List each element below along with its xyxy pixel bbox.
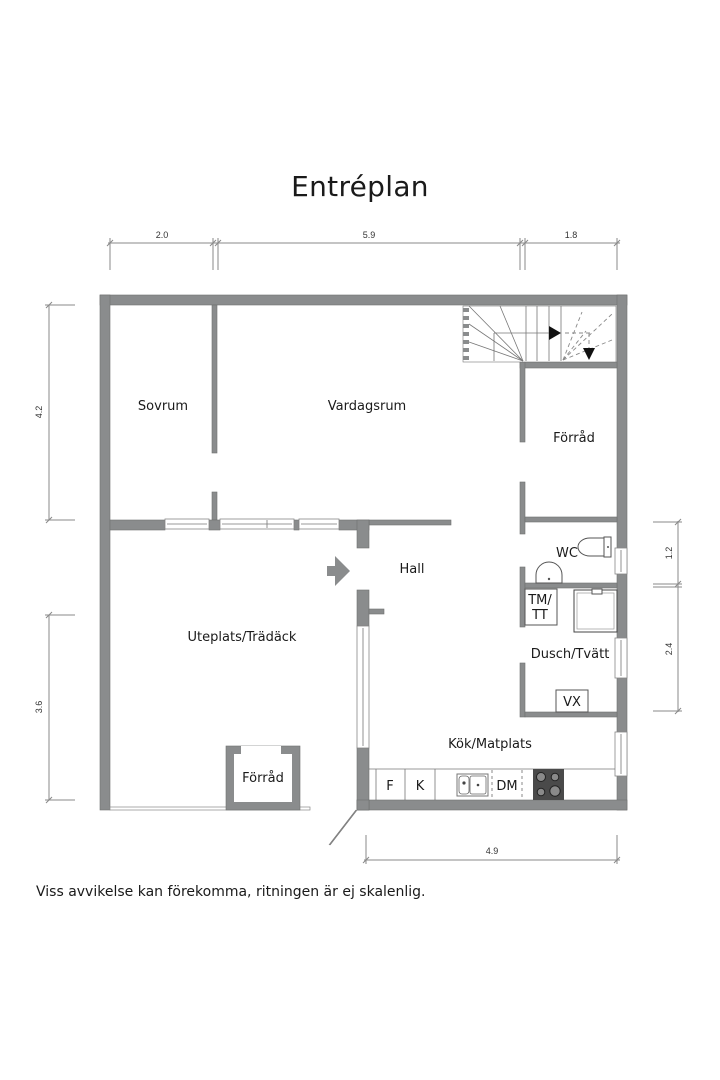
walls — [99, 294, 628, 811]
vx-box — [555, 689, 589, 713]
room-label-hall: Hall — [400, 562, 425, 577]
dim-label: 2.0 — [156, 230, 169, 240]
dimension-left: 4.2 3.6 — [34, 301, 75, 804]
shower-icon — [573, 588, 618, 633]
dim-label: 1.2 — [664, 547, 674, 560]
room-label-tm: TM/ — [527, 593, 552, 608]
room-label-wc: WC — [556, 546, 578, 561]
windows — [164, 518, 628, 846]
dim-label: 4.2 — [34, 406, 44, 419]
room-label-vx: VX — [563, 695, 581, 710]
room-label-sovrum: Sovrum — [138, 399, 188, 414]
dim-label: 4.9 — [486, 846, 499, 856]
dim-label: 3.6 — [34, 701, 44, 714]
freezer-label: K — [416, 779, 425, 794]
dishwasher-label: DM — [496, 779, 517, 794]
dimension-top: 2.0 5.9 1.8 — [106, 230, 621, 270]
room-label-tt: TT — [531, 608, 548, 623]
room-label-dusch-tvatt: Dusch/Tvätt — [531, 647, 610, 662]
washbasin-icon — [535, 561, 563, 584]
washer-dryer-box — [524, 588, 558, 626]
room-label-forrad-lower: Förråd — [242, 771, 284, 786]
kitchen-sink-icon — [456, 773, 489, 797]
toilet-icon — [577, 536, 612, 558]
plan-title: Entréplan — [291, 170, 429, 203]
room-label-vardagsrum: Vardagsrum — [328, 399, 406, 414]
entrance-arrow-icon — [327, 556, 350, 586]
disclaimer-note: Viss avvikelse kan förekomma, ritningen … — [36, 884, 426, 900]
dimension-right: 1.2 2.4 — [653, 518, 682, 715]
room-label-forrad-upper: Förråd — [553, 431, 595, 446]
stove-icon — [533, 769, 564, 800]
fridge-label: F — [386, 779, 393, 794]
dim-label: 5.9 — [363, 230, 376, 240]
room-label-kok: Kök/Matplats — [448, 737, 532, 752]
dim-label: 1.8 — [565, 230, 578, 240]
room-label-uteplats: Uteplats/Trädäck — [188, 630, 297, 645]
staircase-icon — [462, 305, 617, 363]
dimension-bottom: 4.9 — [362, 835, 621, 864]
kitchen-counter — [369, 768, 615, 800]
dim-label: 2.4 — [664, 643, 674, 656]
